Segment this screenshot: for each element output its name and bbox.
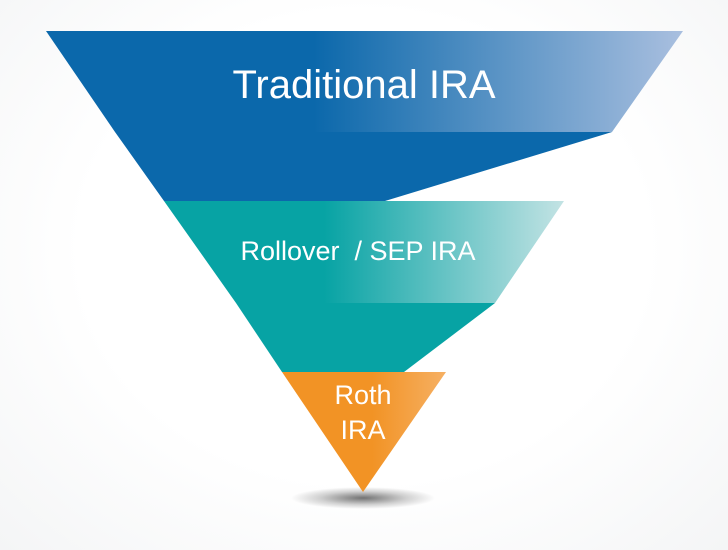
funnel-shadow <box>291 487 435 509</box>
tier-roth-ira-label-line2: IRA <box>340 415 385 445</box>
tier-rollover-sep-ira-label: Rollover / SEP IRA <box>240 236 475 266</box>
tier-rollover-sep-ira <box>164 201 564 303</box>
tier-roth-ira-label-line1: Roth <box>334 380 391 410</box>
tier-traditional-ira <box>46 31 683 132</box>
tier-roth-ira <box>282 372 446 492</box>
connector-top <box>115 132 612 201</box>
connector-middle <box>236 303 495 372</box>
tier-traditional-ira-label: Traditional IRA <box>232 63 495 107</box>
